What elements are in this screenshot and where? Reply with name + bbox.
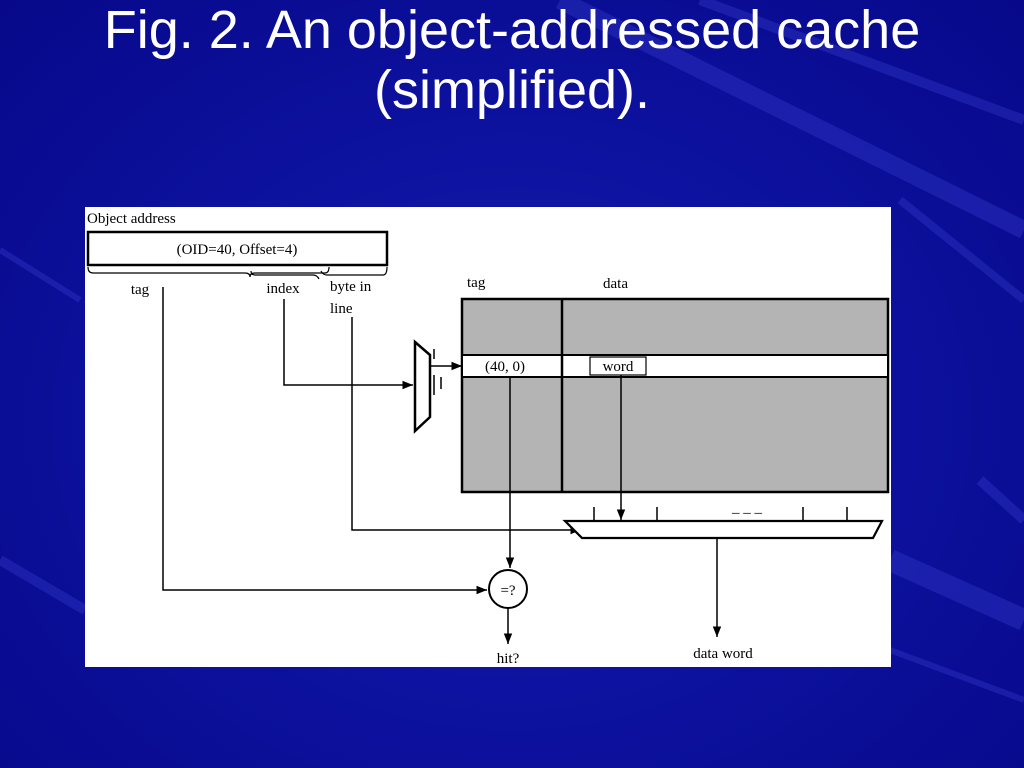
field-byte-label-1: byte in: [330, 279, 372, 295]
cache-diagram: Object address (OID=40, Offset=4) tag in…: [85, 207, 891, 667]
hit-output-label: hit?: [497, 651, 520, 667]
column-tag-label: tag: [467, 275, 486, 291]
row-decoder: [413, 339, 432, 434]
cache-array: [460, 297, 890, 494]
column-data-label: data: [603, 276, 628, 292]
compare-symbol: =?: [500, 583, 515, 599]
object-address-label: Object address: [87, 211, 176, 227]
field-tag-label: tag: [131, 282, 150, 298]
address-tag-line: [162, 287, 487, 595]
address-box: [86, 230, 389, 267]
word-multiplexer: [562, 519, 884, 540]
byte-brace: [320, 266, 388, 276]
row-tag-value: (40, 0): [485, 359, 525, 375]
byte-offset-line: [351, 317, 581, 535]
mux-dashes: – – –: [731, 505, 763, 521]
tag-brace: [87, 266, 330, 278]
field-index-label: index: [266, 281, 300, 297]
row-word-label: word: [603, 359, 634, 375]
slide-title: Fig. 2. An object-addressed cache (simpl…: [0, 0, 1024, 120]
address-value: (OID=40, Offset=4): [177, 242, 298, 258]
field-byte-label-2: line: [330, 301, 353, 317]
word-box: [589, 356, 647, 376]
cache-diagram-svg: Object address (OID=40, Offset=4) tag in…: [86, 211, 890, 667]
title-line-1: Fig. 2. An object-addressed cache: [103, 0, 921, 60]
index-line: [283, 299, 413, 390]
title-line-2: (simplified).: [373, 60, 651, 120]
cache-selected-row: [461, 354, 889, 378]
data-word-output-label: data word: [693, 646, 753, 662]
index-brace: [250, 270, 320, 280]
